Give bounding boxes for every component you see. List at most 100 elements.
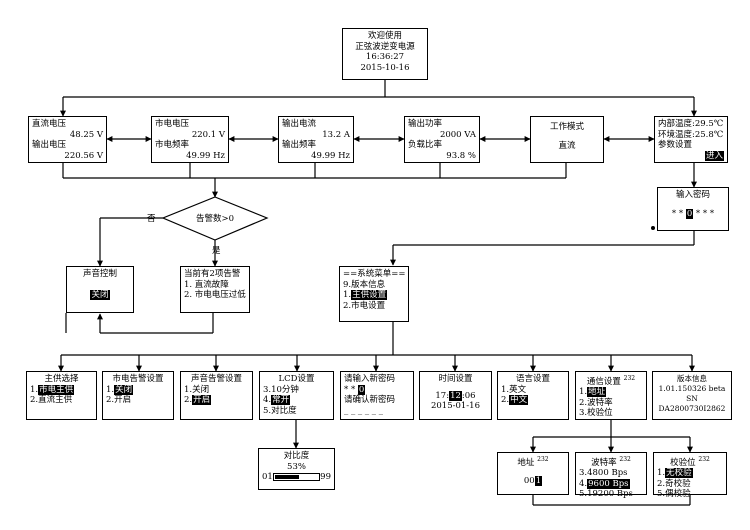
main-supply-title: 主供选择 bbox=[44, 374, 79, 384]
temperature-screen: 内部温度:29.5℃ 环境温度:25.8℃ 参数设置 进入 bbox=[654, 116, 728, 163]
sound-off-option[interactable]: 关闭 bbox=[90, 289, 110, 300]
load-ratio-label: 负载比率 bbox=[408, 140, 443, 150]
sound-alarm-title: 声音告警设置 bbox=[190, 374, 242, 384]
contrast-percent: 53% bbox=[287, 461, 306, 472]
option-baud-rate[interactable]: 2.波特率 bbox=[579, 397, 613, 408]
output-current-value: 13.2 A bbox=[322, 129, 350, 140]
firmware-version: 1.01.150326 beta bbox=[658, 384, 726, 393]
language-title: 语言设置 bbox=[515, 374, 550, 384]
alarm-item-1: 1. 直流故障 bbox=[184, 279, 229, 290]
option-alarm-on[interactable]: 2.开启 bbox=[106, 395, 132, 405]
confirm-password-input[interactable]: _ _ _ _ _ _ bbox=[344, 405, 384, 416]
option-dc-main[interactable]: 2.直流主供 bbox=[30, 395, 73, 405]
option-no-parity[interactable]: 1.无校验 bbox=[657, 468, 693, 479]
language-screen: 语言设置 1.英文 2.中文 bbox=[497, 371, 569, 420]
date-input[interactable]: 2015-01-16 bbox=[430, 401, 480, 411]
sound-alarm-screen: 声音告警设置 1.关闭 2.开启 bbox=[180, 371, 253, 420]
option-19200[interactable]: 5.19200 Bps bbox=[579, 489, 633, 500]
mains-screen: 市电电压 220.1 V 市电频率 49.99 Hz bbox=[151, 116, 229, 163]
option-10-minutes[interactable]: 3.10分钟 bbox=[263, 384, 299, 395]
clock-time: 16:36:27 bbox=[365, 52, 405, 62]
new-password-screen: 请输入新密码 * * 0 请确认新密码 _ _ _ _ _ _ bbox=[340, 371, 414, 420]
mains-alarm-title: 市电告警设置 bbox=[112, 374, 164, 384]
bullet-dot bbox=[651, 226, 655, 230]
new-password-input[interactable]: * * 0 bbox=[344, 384, 366, 395]
alarm-count-condition: 告警数>0 bbox=[196, 214, 235, 224]
comm-settings-screen: 通信设置 232 1.地址 2.波特率 3.校验位 bbox=[575, 371, 647, 420]
work-mode-value: 直流 bbox=[558, 140, 576, 151]
option-chinese[interactable]: 2.中文 bbox=[501, 395, 529, 405]
dc-voltage-label: 直流电压 bbox=[32, 119, 67, 129]
alarm-item-2: 2. 市电电压过低 bbox=[184, 290, 246, 300]
baud-rate-title: 波特率 bbox=[591, 457, 617, 468]
time-input[interactable]: 17:12:06 bbox=[435, 390, 476, 401]
welcome-screen-box: 欢迎使用 正弦波逆变电源 16:36:27 2015-10-16 bbox=[342, 28, 428, 80]
system-menu-title: ==系统菜单== bbox=[343, 269, 406, 279]
rs232-tag: 232 bbox=[698, 456, 710, 463]
contrast-title: 对比度 bbox=[283, 451, 310, 461]
dc-voltage-screen: 直流电压 48.25 V 输出电压 220.56 V bbox=[28, 116, 107, 163]
menu-item-version[interactable]: 9.版本信息 bbox=[343, 279, 386, 290]
output-frequency-label: 输出频率 bbox=[282, 140, 317, 150]
contrast-max-label: 99 bbox=[320, 472, 331, 482]
contrast-slider[interactable] bbox=[272, 473, 321, 482]
rs232-tag: 232 bbox=[619, 456, 631, 463]
option-english[interactable]: 1.英文 bbox=[501, 384, 527, 395]
password-input[interactable]: * * 0 * * * bbox=[671, 208, 715, 219]
enter-button[interactable]: 进入 bbox=[704, 150, 724, 161]
option-always-on[interactable]: 4.常开 bbox=[263, 395, 291, 405]
output-power-label: 输出功率 bbox=[408, 119, 443, 129]
clock-date: 2015-10-16 bbox=[360, 62, 410, 73]
confirm-password-label: 请确认新密码 bbox=[344, 395, 396, 405]
dc-voltage-value: 48.25 V bbox=[69, 129, 103, 140]
rs232-tag: 232 bbox=[623, 375, 636, 382]
option-odd-parity[interactable]: 2.奇校验 bbox=[657, 478, 691, 489]
time-settings-title: 时间设置 bbox=[438, 374, 473, 384]
system-menu-screen: ==系统菜单== 9.版本信息 1.主供设置 2.市电设置 bbox=[339, 266, 409, 322]
output-voltage-value: 220.56 V bbox=[64, 150, 103, 161]
output-current-screen: 输出电流 13.2 A 输出频率 49.99 Hz bbox=[278, 116, 354, 163]
option-sound-off[interactable]: 1.关闭 bbox=[184, 384, 210, 395]
option-alarm-off[interactable]: 1.关闭 bbox=[106, 384, 134, 395]
option-parity[interactable]: 3.校验位 bbox=[579, 408, 613, 419]
option-4800[interactable]: 3.4800 Bps bbox=[579, 468, 628, 479]
address-input[interactable]: 001 bbox=[523, 476, 543, 487]
option-mains-main[interactable]: 1.市电主供 bbox=[30, 384, 75, 395]
menu-item-main-supply[interactable]: 1.主供设置 bbox=[343, 290, 388, 300]
option-even-parity[interactable]: 5.偶校验 bbox=[657, 489, 691, 500]
serial-number-value: DA2800730I2862 bbox=[658, 404, 726, 413]
load-ratio-value: 93.8 % bbox=[446, 150, 476, 161]
new-password-title: 请输入新密码 bbox=[344, 374, 396, 384]
version-info-screen: 版本信息 1.01.150326 beta SN DA2800730I2862 bbox=[652, 371, 732, 420]
output-frequency-value: 49.99 Hz bbox=[311, 150, 350, 161]
password-screen: 输入密码 * * 0 * * * bbox=[657, 187, 729, 231]
menu-item-mains-settings[interactable]: 2.市电设置 bbox=[343, 300, 386, 311]
alarm-list-screen: 当前有2项告警 1. 直流故障 2. 市电电压过低 bbox=[180, 266, 250, 313]
comm-settings-title: 通信设置 bbox=[586, 376, 621, 387]
sound-control-screen: 声音控制 关闭 bbox=[66, 266, 134, 313]
option-address[interactable]: 1.地址 bbox=[579, 387, 607, 398]
contrast-slider-fill bbox=[274, 475, 299, 480]
option-sound-on[interactable]: 2.开启 bbox=[184, 395, 212, 405]
parity-title: 校验位 bbox=[670, 457, 696, 468]
mains-frequency-value: 49.99 Hz bbox=[186, 150, 225, 161]
ambient-temp: 环境温度:25.8℃ bbox=[658, 129, 724, 140]
option-9600[interactable]: 4.9600 Bps bbox=[579, 478, 630, 489]
lcd-settings-screen: LCD设置 3.10分钟 4.常开 5.对比度 bbox=[259, 371, 334, 420]
decision-yes-label: 是 bbox=[212, 246, 221, 256]
password-title: 输入密码 bbox=[675, 190, 710, 200]
mains-voltage-label: 市电电压 bbox=[155, 119, 190, 129]
serial-number-label: SN bbox=[686, 394, 698, 403]
rs232-tag: 232 bbox=[537, 456, 549, 463]
work-mode-label: 工作模式 bbox=[549, 122, 584, 132]
mains-voltage-value: 220.1 V bbox=[191, 129, 225, 140]
output-voltage-label: 输出电压 bbox=[32, 140, 67, 150]
decision-no-label: 否 bbox=[147, 214, 156, 224]
main-supply-screen: 主供选择 1.市电主供 2.直流主供 bbox=[26, 371, 97, 420]
option-contrast[interactable]: 5.对比度 bbox=[263, 405, 297, 416]
output-power-screen: 输出功率 2000 VA 负载比率 93.8 % bbox=[404, 116, 480, 163]
contrast-min-label: 01 bbox=[262, 472, 273, 482]
device-name: 正弦波逆变电源 bbox=[355, 41, 415, 52]
lcd-settings-title: LCD设置 bbox=[278, 374, 315, 384]
